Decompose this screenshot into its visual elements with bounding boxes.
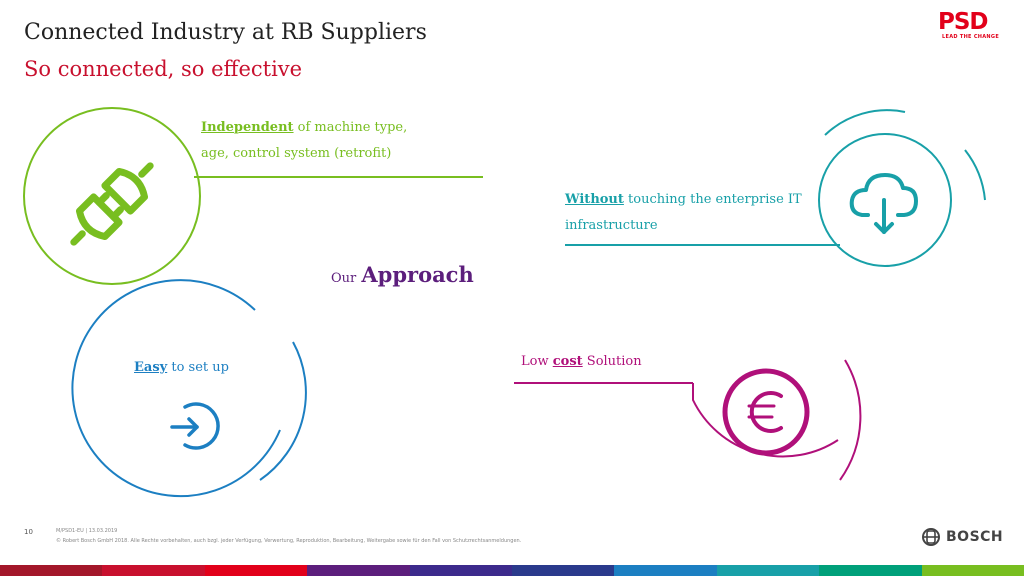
department-date: M/PSD1-EU | 13.03.2019 [56,528,118,534]
copyright-text: © Robert Bosch GmbH 2018. Alle Rechte vo… [56,538,522,544]
without-text: Without touching the enterprise IT infra… [565,187,802,239]
bosch-brand: BOSCH [946,529,1004,545]
euro-icon [722,368,810,456]
bosch-armature-icon [922,528,940,546]
psd-logo: PSD LEAD THE CHANGE [938,10,1002,44]
arrow-circle [71,279,307,498]
color-bar-segment [0,565,103,576]
color-bar-segment [921,565,1024,576]
cost-text: Low cost Solution [521,349,642,375]
logo-tagline: LEAD THE CHANGE [942,34,1000,40]
cloud-circle [565,109,986,267]
without-line2: infrastructure [565,218,658,233]
without-rest: touching the enterprise IT [623,192,802,207]
approach-heading: Our Approach [331,262,474,287]
slide-title: Connected Industry at RB Suppliers [24,20,427,45]
color-bar-segment [716,565,820,576]
independent-line2: age, control system (retrofit) [201,146,392,161]
plug-icon [70,162,154,246]
approach-big: Approach [361,262,474,287]
bosch-logo: BOSCH [921,527,1003,547]
slide-subtitle: So connected, so effective [24,57,303,81]
plug-circle [23,107,483,285]
cost-rest: Solution [582,354,642,369]
independent-text: Independent of machine type, age, contro… [201,115,407,167]
color-bar-segment [512,565,615,576]
cost-pre: Low [521,354,553,369]
color-bar [0,565,1024,576]
independent-rest: of machine type, [293,120,408,135]
logo-name: PSD [938,9,989,35]
color-bar-segment [204,565,308,576]
easy-bold: Easy [134,360,168,375]
easy-text: Easy to set up [134,355,229,381]
approach-small: Our [331,271,357,286]
easy-rest: to set up [167,360,229,375]
color-bar-segment [102,565,205,576]
color-bar-segment [819,565,922,576]
page-number: 10 [24,528,33,536]
independent-bold: Independent [201,120,294,135]
color-bar-segment [409,565,513,576]
arrow-into-circle-icon [170,402,220,450]
without-bold: Without [565,192,624,207]
color-bar-segment [614,565,717,576]
cloud-download-icon [849,173,918,234]
color-bar-segment [307,565,410,576]
cost-bold: cost [552,354,583,369]
